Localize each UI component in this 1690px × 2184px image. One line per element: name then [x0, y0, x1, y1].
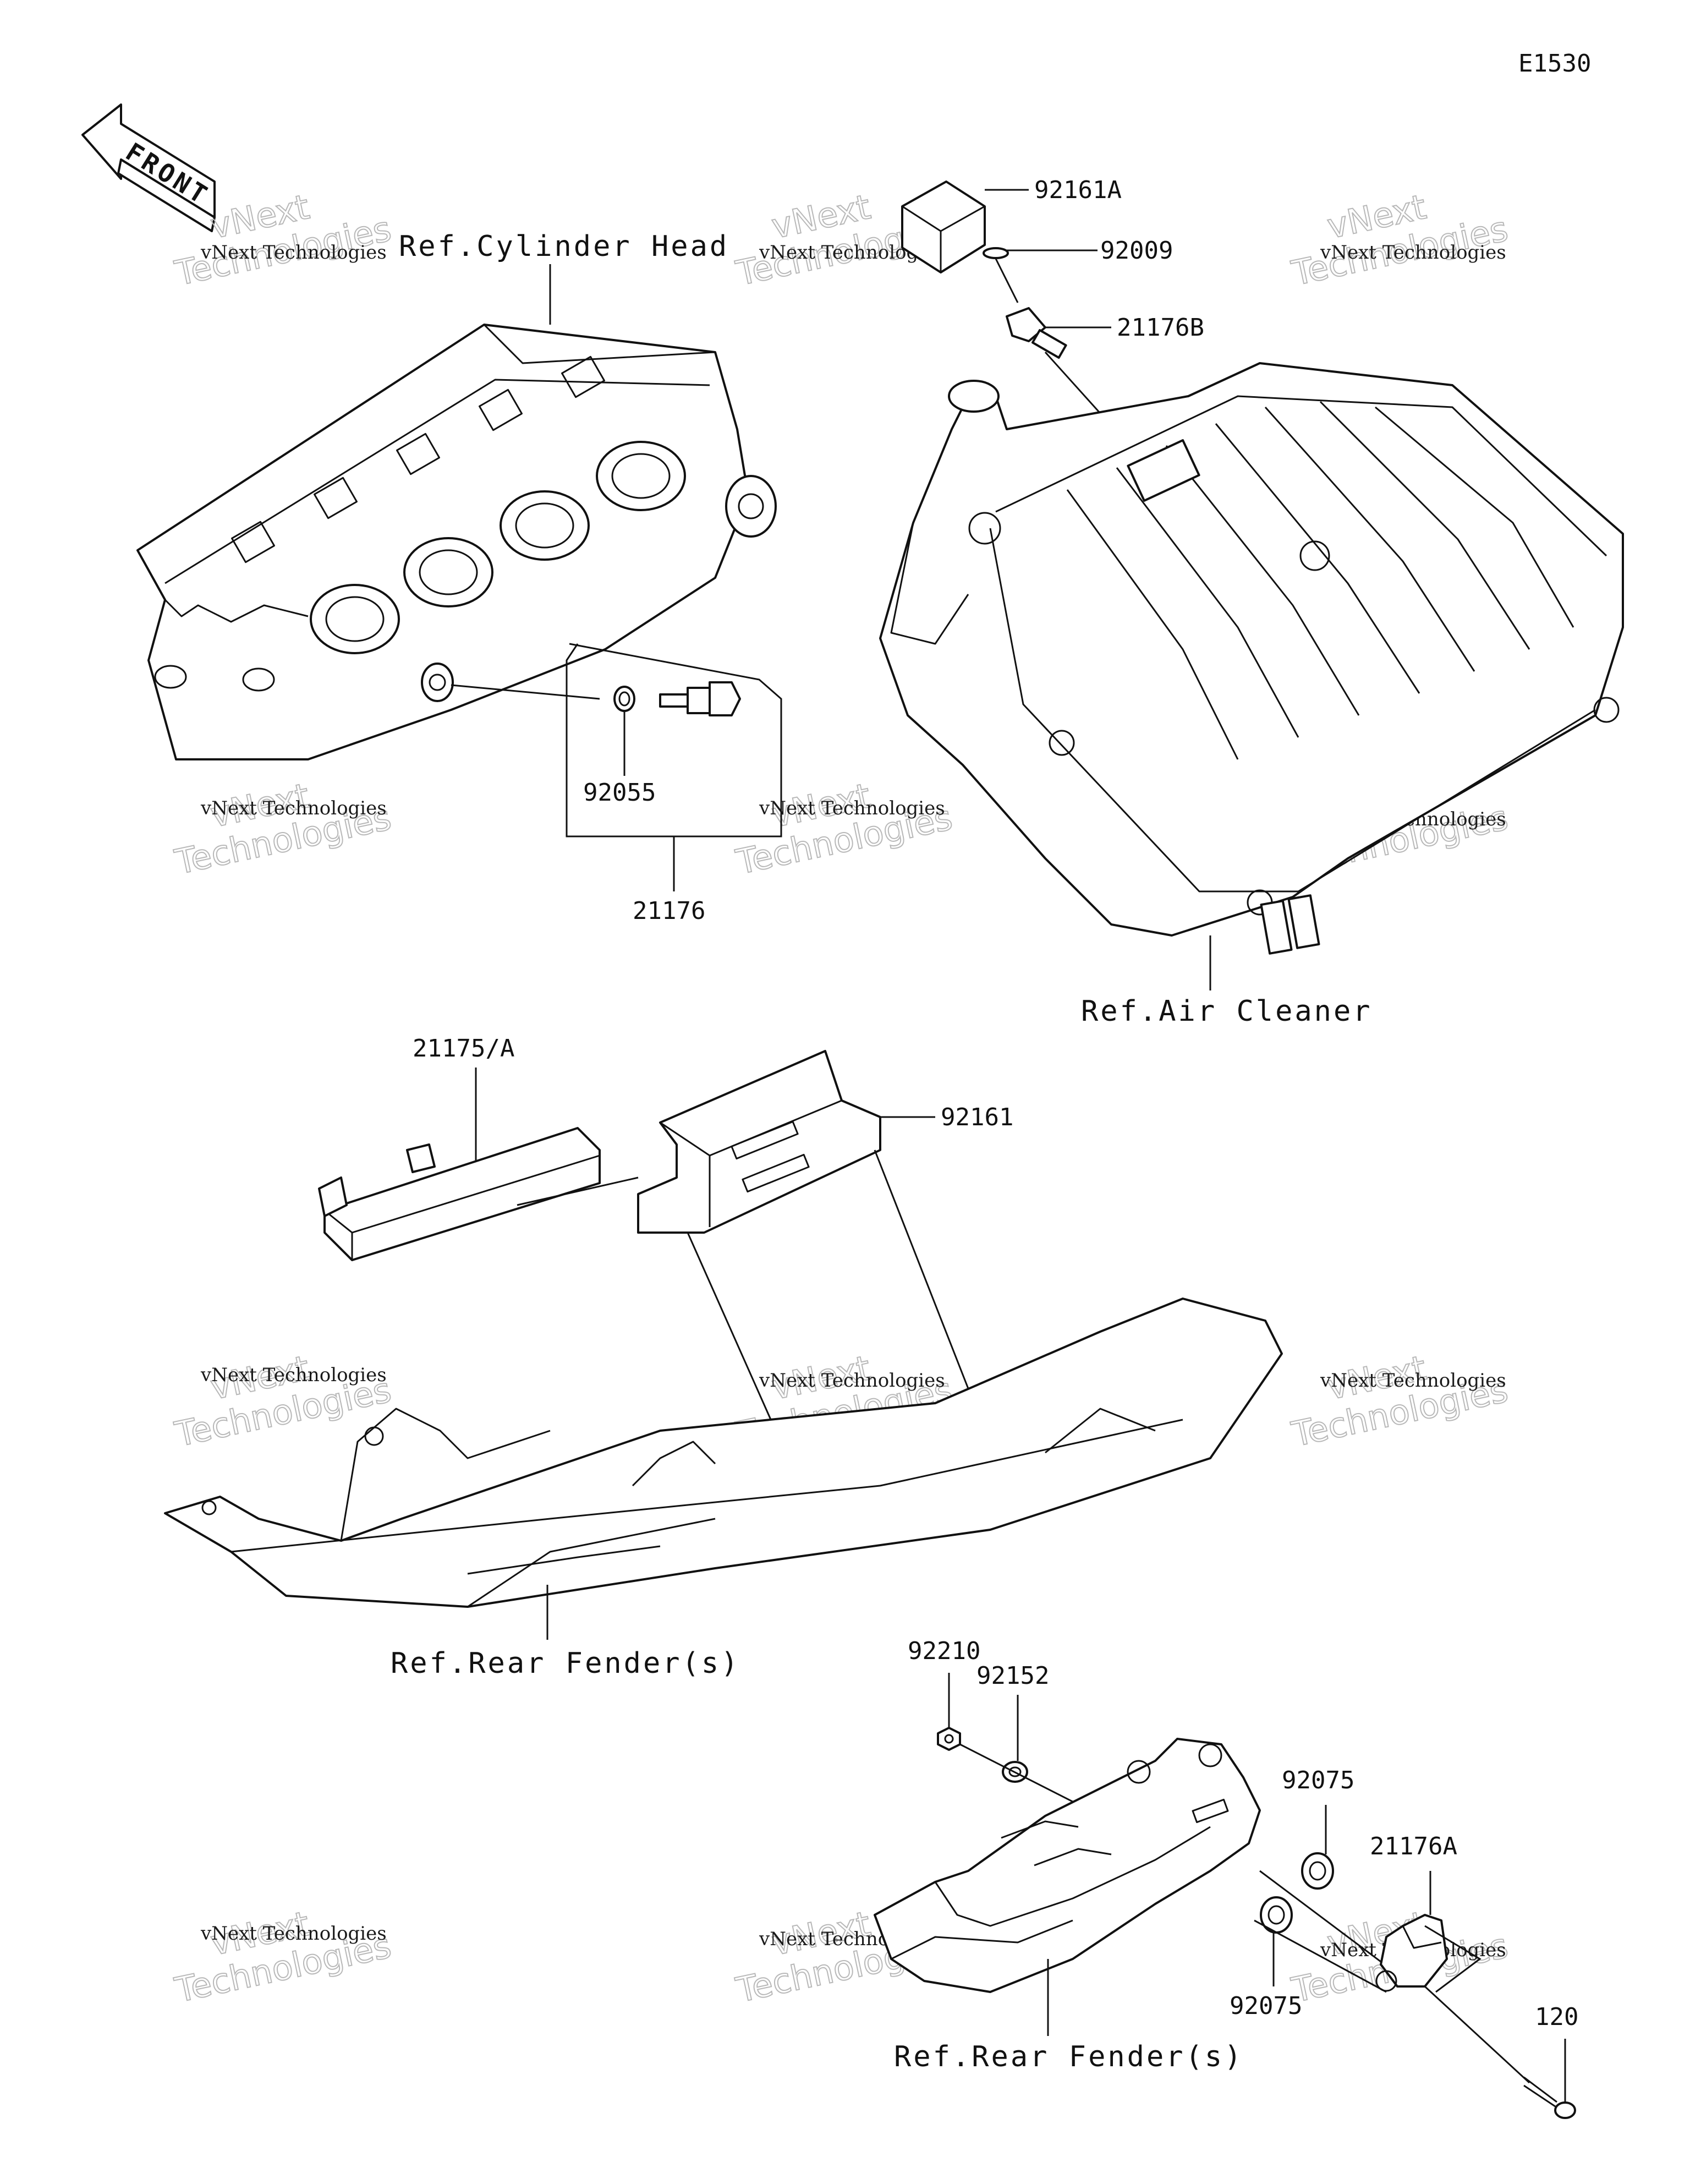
o-ring-92055 — [613, 686, 635, 712]
watermark: vNext Technologies — [171, 775, 396, 883]
watermark: vNext Technologies — [171, 1903, 396, 2011]
screw-92009 — [983, 247, 1019, 303]
watermark-text: vNext Technologies — [200, 1364, 387, 1386]
watermark-text: vNext Technologies — [759, 1370, 945, 1392]
sensor-21176A — [1375, 1914, 1448, 1992]
nut-92210 — [937, 1727, 961, 1751]
part-21176-label: 21176 — [633, 897, 705, 925]
cover-92161A — [901, 180, 986, 273]
sensor-21176B — [1006, 307, 1067, 359]
watermark-text: vNext Technologies — [1320, 1370, 1506, 1392]
watermark-text: vNext Technologies — [1320, 242, 1506, 264]
ref-air-cleaner-label: Ref.Air Cleaner — [1081, 995, 1373, 1028]
ecu-21175A — [318, 1127, 601, 1261]
part-92075-lower-label: 92075 — [1230, 1992, 1302, 2020]
watermark-text: vNext Technologies — [200, 797, 387, 819]
ref-cylinder-head-label: Ref.Cylinder Head — [399, 230, 729, 263]
cylinder-head — [136, 324, 777, 760]
watermark: vNext Technologies — [171, 1347, 396, 1455]
ref-rear-fender-lower-label: Ref.Rear Fender(s) — [894, 2040, 1244, 2073]
part-120-label: 120 — [1535, 2003, 1578, 2031]
rear-fender-lower — [874, 1738, 1261, 1993]
grommet-92075-lower — [1260, 1896, 1293, 1934]
part-21175A-label: 21175/A — [413, 1034, 514, 1063]
watermark-text: vNext Technologies — [200, 1923, 387, 1945]
part-92055-label: 92055 — [583, 779, 656, 807]
part-92009-label: 92009 — [1100, 237, 1173, 265]
front-arrow-icon: FRONT — [81, 103, 216, 232]
ref-rear-fender-upper-label: Ref.Rear Fender(s) — [391, 1647, 740, 1680]
leader-ecu-to-cover — [517, 1176, 639, 1206]
leader-92161-mount-a — [687, 1232, 777, 1431]
watermark-text: vNext Technologies — [200, 242, 387, 264]
bracket-21176 — [566, 643, 782, 838]
bolt-120 — [1523, 2076, 1576, 2119]
leader-bolt-line — [1424, 1985, 1530, 2084]
leader-92161-mount-b — [874, 1150, 986, 1431]
part-92210-label: 92210 — [908, 1637, 980, 1665]
part-92075-upper-label: 92075 — [1282, 1766, 1354, 1794]
part-21176B-label: 21176B — [1117, 314, 1204, 342]
leader-sensor-port — [451, 684, 600, 700]
part-21176A-label: 21176A — [1370, 1832, 1457, 1860]
air-cleaner — [879, 362, 1624, 955]
part-92161-label: 92161 — [941, 1103, 1013, 1131]
rear-fender-upper — [164, 1298, 1283, 1608]
grommet-92075-upper — [1301, 1852, 1334, 1890]
watermark: vNext Technologies — [732, 775, 957, 883]
cover-92161 — [637, 1050, 881, 1234]
diagram-code: E1530 — [1518, 50, 1591, 78]
part-92152-label: 92152 — [976, 1662, 1049, 1690]
leader-grommet-line-a — [1259, 1870, 1392, 1971]
part-92161A-label: 92161A — [1034, 176, 1122, 204]
watermark: vNext Technologies — [1288, 186, 1512, 294]
watermark: vNext Technologies — [1288, 1347, 1512, 1455]
sensor-21176 — [659, 681, 741, 716]
watermark-text: vNext Technologies — [759, 797, 945, 819]
leader-grommet-line-b — [1254, 1919, 1387, 1993]
leader-21176A-bracket — [1424, 1925, 1482, 1993]
